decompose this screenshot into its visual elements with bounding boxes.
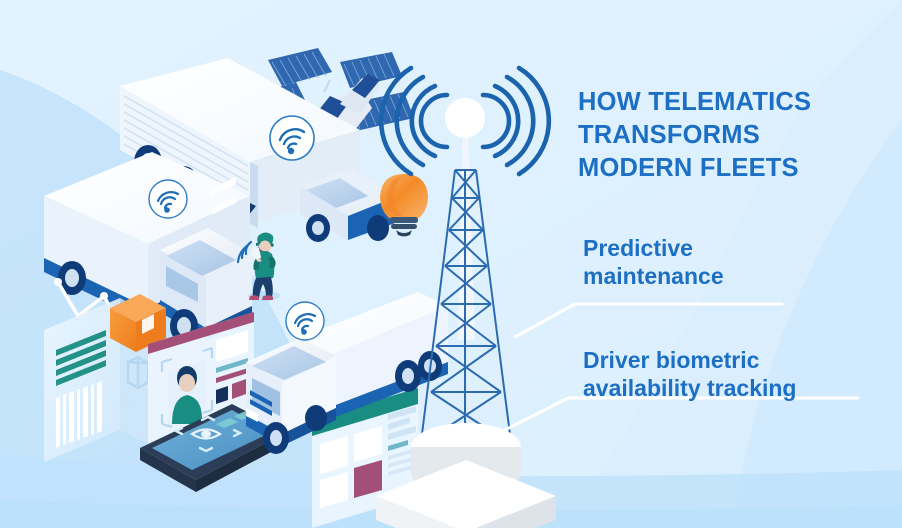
feature-driver-biometric: Driver biometric availability tracking [583, 346, 893, 402]
connector-line-biometric [503, 396, 860, 432]
feature-1-line-2: maintenance [583, 263, 724, 289]
truck-left [44, 152, 252, 343]
page-title: HOW TELEMATICS TRANSFORMS MODERN FLEETS [578, 86, 898, 185]
title-line-3: MODERN FLEETS [578, 154, 799, 182]
driver-person [236, 232, 280, 301]
truck-front [246, 292, 448, 454]
signal-waves [378, 65, 552, 177]
background-swoosh-right-2 [735, 120, 902, 528]
title-line-2: TRANSFORMS [578, 121, 760, 149]
cell-tower [376, 98, 556, 528]
wifi-badge [148, 179, 188, 219]
feature-1-line-1: Predictive [583, 235, 693, 261]
feature-predictive-maintenance: Predictive maintenance [583, 234, 883, 290]
wifi-badge [285, 301, 325, 341]
title-line-1: HOW TELEMATICS [578, 88, 812, 116]
dashboard-panel [312, 388, 418, 528]
lightbulb [380, 174, 428, 237]
feature-2-line-2: availability tracking [583, 375, 797, 401]
connector-lines [503, 302, 860, 432]
connector-line-predictive [513, 302, 784, 339]
wifi-badge [269, 115, 315, 161]
feature-2-line-1: Driver biometric [583, 347, 760, 373]
